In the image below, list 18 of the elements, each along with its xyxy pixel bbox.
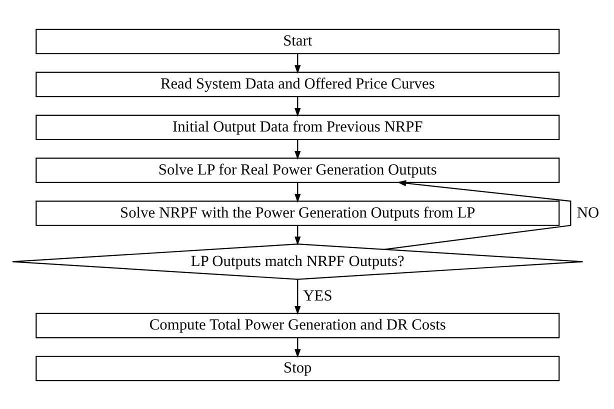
node-box: Read System Data and Offered Price Curves (36, 71, 560, 97)
node-box: Start (36, 28, 560, 54)
node-diamond: LP Outputs match NRPF Outputs? (12, 243, 584, 280)
arrow (384, 180, 572, 250)
node-box: Solve NRPF with the Power Generation Outputs from LP (36, 200, 560, 226)
arrow (294, 337, 301, 358)
arrow (294, 96, 301, 116)
edge-label: YES (303, 286, 332, 304)
arrow (294, 182, 301, 202)
node-box: Solve LP for Real Power Generation Outputs (36, 157, 560, 182)
node-box: Stop (36, 355, 560, 381)
edge-label: NO (576, 204, 600, 221)
arrow (294, 278, 301, 314)
arrow (294, 139, 301, 160)
arrow (294, 225, 301, 245)
node-box: Compute Total Power Generation and DR Costs (36, 312, 560, 338)
arrow (294, 53, 301, 74)
node-box: Initial Output Data from Previous NRPF (36, 114, 560, 140)
